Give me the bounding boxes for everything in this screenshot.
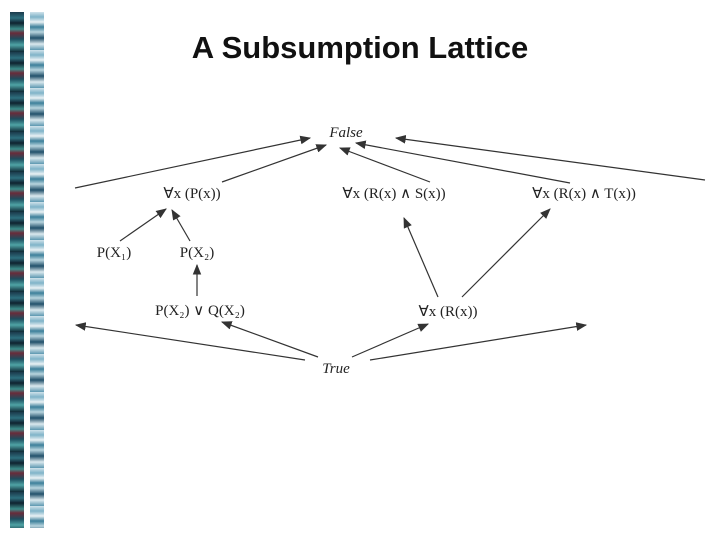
decorative-side-strip-dark — [10, 12, 24, 528]
edge-forall-r-to-forall-rs — [403, 217, 439, 298]
decorative-side-strip-light — [30, 12, 44, 528]
edge-true-to-left — [74, 322, 306, 361]
edge-true-to-right — [369, 322, 588, 361]
node-p-or-q: P(X₂) ∨ Q(X₂) — [155, 303, 245, 319]
node-forall-r-and-s: ∀x (R(x) ∧ S(x)) — [342, 186, 445, 202]
node-false: False — [328, 125, 363, 141]
node-p-x2: P(X₂) — [180, 245, 214, 261]
edge-forall-r-to-forall-rt — [461, 208, 551, 298]
edge-p-x2-to-forall-p — [171, 209, 191, 242]
edge-true-to-p-or-q — [220, 321, 319, 358]
node-p-x1: P(X₁) — [97, 245, 131, 261]
edge-forall-p-to-false — [221, 144, 328, 183]
edge-true-to-forall-r — [351, 323, 429, 358]
node-forall-p: ∀x (P(x)) — [163, 186, 220, 202]
edge-left-to-false — [74, 135, 312, 189]
node-forall-r: ∀x (R(x)) — [419, 304, 478, 320]
node-forall-r-and-t: ∀x (R(x) ∧ T(x)) — [532, 186, 636, 202]
edge-right-to-false — [394, 135, 706, 181]
edge-forall-rt-to-false — [354, 140, 571, 184]
slide-title: A Subsumption Lattice — [191, 30, 529, 65]
edge-p-x1-to-forall-p — [119, 208, 167, 242]
edge-forall-rs-to-false — [338, 147, 431, 183]
node-true: True — [322, 361, 350, 377]
